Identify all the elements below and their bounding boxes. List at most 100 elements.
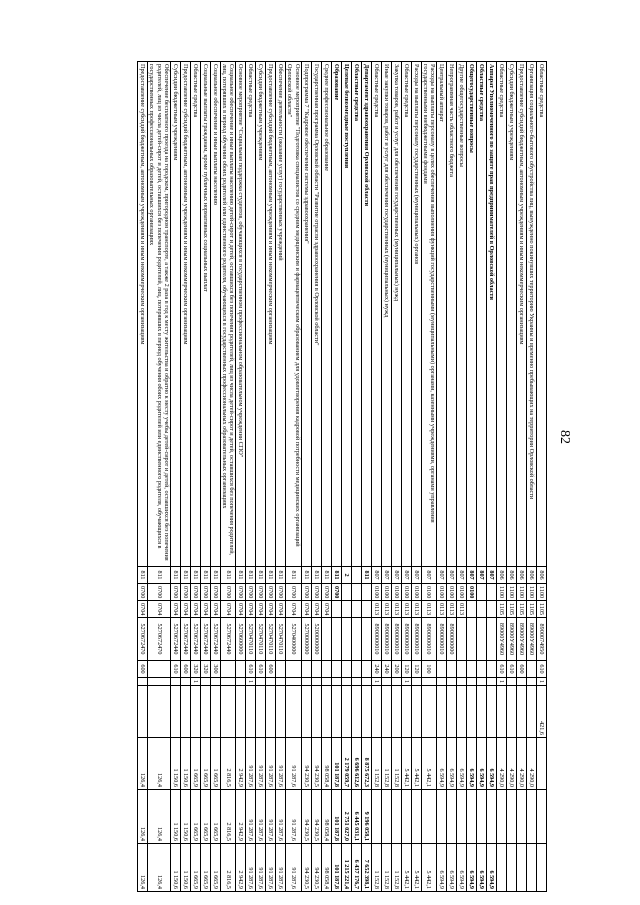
cell-expense-type-code: 120 — [401, 660, 412, 678]
cell-amount-4: 6 594,9 — [476, 843, 487, 892]
cell-amount-1 — [137, 685, 148, 738]
cell-expense-type-code — [301, 660, 312, 678]
cell-subsection-code: 0704 — [210, 600, 221, 618]
cell-amount-3 — [486, 789, 497, 844]
cell-target-article-code: 5270470110 — [275, 617, 286, 661]
cell-row-name: Другие общегосударственные вопросы — [456, 61, 467, 567]
cell-department-code: 811 — [245, 566, 256, 584]
cell-section-code: 0700 — [265, 583, 276, 601]
cell-funding-code — [341, 677, 352, 686]
cell-target-article-code — [456, 617, 467, 661]
cell-section-code: 0100 — [421, 583, 437, 601]
cell-amount-2: 6 594,9 — [456, 737, 467, 790]
cell-amount-2: 8 875 672,3 — [361, 737, 372, 790]
cell-subsection-code: 0704 — [220, 600, 236, 618]
cell-target-article-code — [466, 617, 477, 661]
cell-section-code: 0700 — [210, 583, 221, 601]
cell-expense-type-code — [341, 660, 352, 678]
table-row: Расходы на выплаты персоналу государстве… — [411, 61, 422, 892]
cell-section-code — [486, 583, 497, 601]
cell-department-code: 806 — [526, 566, 537, 584]
cell-amount-1 — [361, 685, 372, 738]
cell-department-code: 807 — [371, 566, 382, 584]
cell-funding-code — [265, 677, 276, 686]
cell-amount-4: 6 594,9 — [486, 843, 497, 892]
cell-amount-2: 2 179 059,7 — [341, 737, 352, 790]
cell-subsection-code — [351, 600, 362, 618]
cell-amount-1 — [331, 685, 342, 738]
cell-expense-type-code — [486, 660, 497, 678]
cell-subsection-code — [341, 600, 352, 618]
cell-amount-3: 1 150,6 — [170, 789, 181, 844]
cell-amount-4: 2 942,9 — [235, 843, 246, 892]
table-row: Основное мероприятие "Подготовка специал… — [285, 61, 302, 892]
cell-amount-3: 2 942,9 — [235, 789, 246, 844]
cell-funding-code — [486, 677, 497, 686]
cell-target-article-code: 5270470110 — [255, 617, 266, 661]
cell-expense-type-code: 610 — [255, 660, 266, 678]
table-row: Предоставление субсидий бюджетным, автон… — [137, 61, 148, 892]
cell-subsection-code: 0113 — [421, 600, 437, 618]
cell-expense-type-code: 600 — [265, 660, 276, 678]
cell-section-code — [351, 583, 362, 601]
cell-expense-type-code: 610 — [506, 660, 517, 678]
cell-department-code: 807 — [446, 566, 457, 584]
cell-target-article-code — [486, 617, 497, 661]
cell-row-name: Основное мероприятие "Социальная поддерж… — [235, 61, 246, 567]
cell-target-article-code: 8900000010 — [391, 617, 402, 661]
cell-amount-4: 6 437 176,7 — [351, 843, 362, 892]
cell-row-name: Департамент здравоохранения Орловской об… — [361, 61, 372, 567]
cell-section-code: 0700 — [285, 583, 302, 601]
cell-amount-4: 6 594,9 — [446, 843, 457, 892]
cell-expense-type-code — [526, 660, 537, 678]
cell-subsection-code — [486, 600, 497, 618]
cell-target-article-code: 5270400000 — [285, 617, 302, 661]
cell-amount-3: 2 751 027,0 — [341, 789, 352, 844]
cell-amount-3: 1 665,9 — [190, 789, 201, 844]
cell-amount-2: 1 152,8 — [371, 737, 382, 790]
cell-funding-code — [381, 677, 392, 686]
cell-department-code: 811 — [265, 566, 276, 584]
cell-amount-1 — [275, 685, 286, 738]
cell-row-name: Непрограммная часть областного бюджета — [446, 61, 457, 567]
cell-amount-4: 6 594,9 — [466, 843, 477, 892]
cell-funding-code — [436, 677, 447, 686]
cell-amount-2 — [536, 737, 547, 790]
cell-row-name: Иные закупки товаров, работ и услуг для … — [381, 61, 392, 567]
cell-amount-1 — [371, 685, 382, 738]
cell-expense-type-code — [275, 660, 286, 678]
cell-section-code: 0700 — [190, 583, 201, 601]
table-row: Социальные выплаты гражданам, кроме публ… — [200, 61, 211, 892]
cell-section-code: 0100 — [391, 583, 402, 601]
cell-amount-3 — [401, 789, 412, 844]
cell-department-code: 807 — [401, 566, 412, 584]
cell-funding-code — [285, 677, 302, 686]
cell-amount-1 — [506, 685, 517, 738]
cell-amount-1 — [421, 685, 437, 738]
cell-department-code: 811 — [321, 566, 332, 584]
cell-subsection-code: 0113 — [391, 600, 402, 618]
table-row: Социальное обеспечение и иные выплаты на… — [220, 61, 236, 892]
cell-amount-3: 91 287,6 — [285, 789, 302, 844]
cell-department-code: 811 — [361, 566, 372, 584]
cell-amount-4: 98 058,4 — [321, 843, 332, 892]
cell-row-name: Аппарат Уполномоченного по защите прав п… — [486, 61, 497, 567]
cell-amount-1 — [446, 685, 457, 738]
cell-amount-3: 94 230,5 — [301, 789, 312, 844]
cell-expense-type-code: 610 — [245, 660, 256, 678]
cell-department-code: 806 — [516, 566, 527, 584]
cell-expense-type-code — [285, 660, 302, 678]
cell-section-code: 0100 — [446, 583, 457, 601]
cell-subsection-code: 0113 — [436, 600, 447, 618]
cell-amount-2: 6 594,9 — [476, 737, 487, 790]
cell-section-code: 0700 — [321, 583, 332, 601]
table-row: Расходы на выплаты персоналу в целях обе… — [421, 61, 437, 892]
cell-amount-3 — [526, 789, 537, 844]
cell-amount-2: 5 442,1 — [411, 737, 422, 790]
cell-funding-code — [446, 677, 457, 686]
